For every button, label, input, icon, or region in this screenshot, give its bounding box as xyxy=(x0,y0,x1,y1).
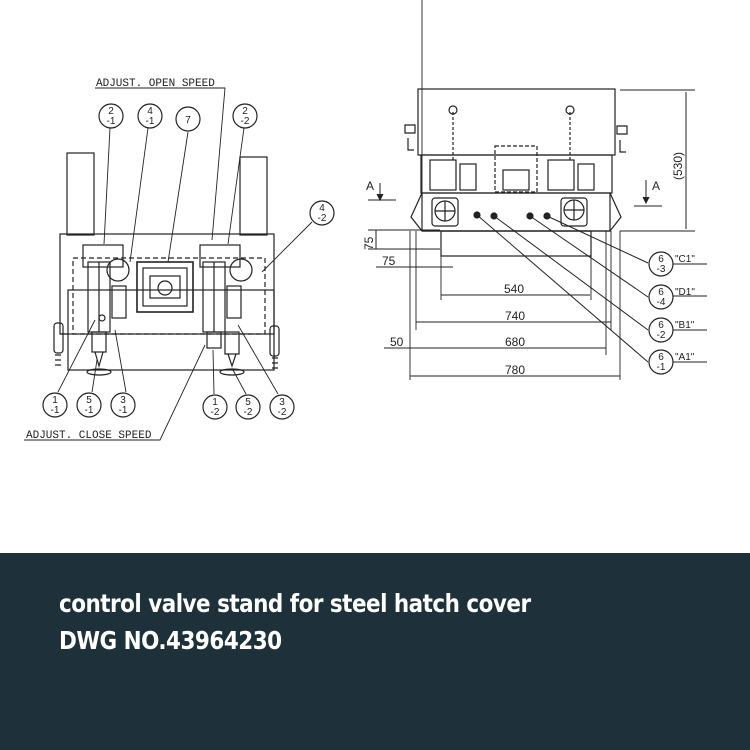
section-mark-a-right: A xyxy=(652,179,660,193)
caption-title: control valve stand for steel hatch cove… xyxy=(59,589,531,618)
balloon-2-2-bottom: -2 xyxy=(241,116,250,127)
balloon-5-2-top: 5 xyxy=(245,397,251,408)
port-label-d1: "D1" xyxy=(675,287,695,298)
balloon-5-2-bottom: -2 xyxy=(244,407,253,418)
port-balloon-6-2-top: 6 xyxy=(658,320,664,331)
port-label-b1: "B1" xyxy=(675,320,695,331)
balloon-2-1-bottom: -1 xyxy=(107,116,116,127)
port-balloon-6-4-bottom: -4 xyxy=(657,297,666,308)
section-mark-a-left: A xyxy=(366,179,374,193)
drawing-canvas: ADJUST. OPEN SPEED ADJUST. CLOSE SPEED 2… xyxy=(24,0,707,442)
port-balloon-6-1-bottom: -1 xyxy=(657,362,666,373)
balloon-2-2-top: 2 xyxy=(242,106,248,117)
port-label-a1: "A1" xyxy=(675,352,695,363)
dim-75-vertical: 75 xyxy=(362,236,376,250)
dim-680: 680 xyxy=(505,335,525,349)
dim-50: 50 xyxy=(390,335,404,349)
front-view xyxy=(53,152,280,376)
drawing-number: DWG NO.43964230 xyxy=(59,626,282,655)
port-balloon-6-2-bottom: -2 xyxy=(657,330,666,341)
port-balloon-6-4-top: 6 xyxy=(658,287,664,298)
balloon-1-1-bottom: -1 xyxy=(51,405,60,416)
dim-75-horizontal: 75 xyxy=(382,254,396,268)
port-balloon-6-3-top: 6 xyxy=(658,254,664,265)
balloon-7: 7 xyxy=(185,115,191,126)
balloon-5-1-bottom: -1 xyxy=(85,405,94,416)
side-view xyxy=(404,0,628,380)
port-label-c1: "C1" xyxy=(675,254,695,265)
balloon-3-2-top: 3 xyxy=(279,397,285,408)
balloon-5-1-top: 5 xyxy=(86,395,92,406)
balloon-4-2-top: 4 xyxy=(319,203,325,214)
port-balloon-6-3-bottom: -3 xyxy=(657,264,666,275)
technical-drawing: ADJUST. OPEN SPEED ADJUST. CLOSE SPEED 2… xyxy=(24,0,707,442)
balloon-3-1-bottom: -1 xyxy=(119,405,128,416)
dim-780: 780 xyxy=(505,363,525,377)
balloon-2-1-top: 2 xyxy=(108,106,114,117)
port-balloon-6-1-top: 6 xyxy=(658,352,664,363)
balloon-4-2-bottom: -2 xyxy=(318,213,327,224)
balloon-3-2-bottom: -2 xyxy=(278,407,287,418)
balloon-1-2-bottom: -2 xyxy=(211,407,220,418)
balloon-4-1-bottom: -1 xyxy=(146,116,155,127)
note-adjust-close-speed: ADJUST. CLOSE SPEED xyxy=(26,430,152,442)
balloon-1-1-top: 1 xyxy=(52,395,58,406)
dim-530: (530) xyxy=(671,152,685,180)
balloon-1-2-top: 1 xyxy=(212,397,218,408)
note-adjust-open-speed: ADJUST. OPEN SPEED xyxy=(96,78,215,90)
dim-540: 540 xyxy=(504,282,524,296)
caption-banner: control valve stand for steel hatch cove… xyxy=(0,553,750,750)
dim-740: 740 xyxy=(505,309,525,323)
balloon-3-1-top: 3 xyxy=(120,395,126,406)
balloon-4-1-top: 4 xyxy=(147,106,153,117)
